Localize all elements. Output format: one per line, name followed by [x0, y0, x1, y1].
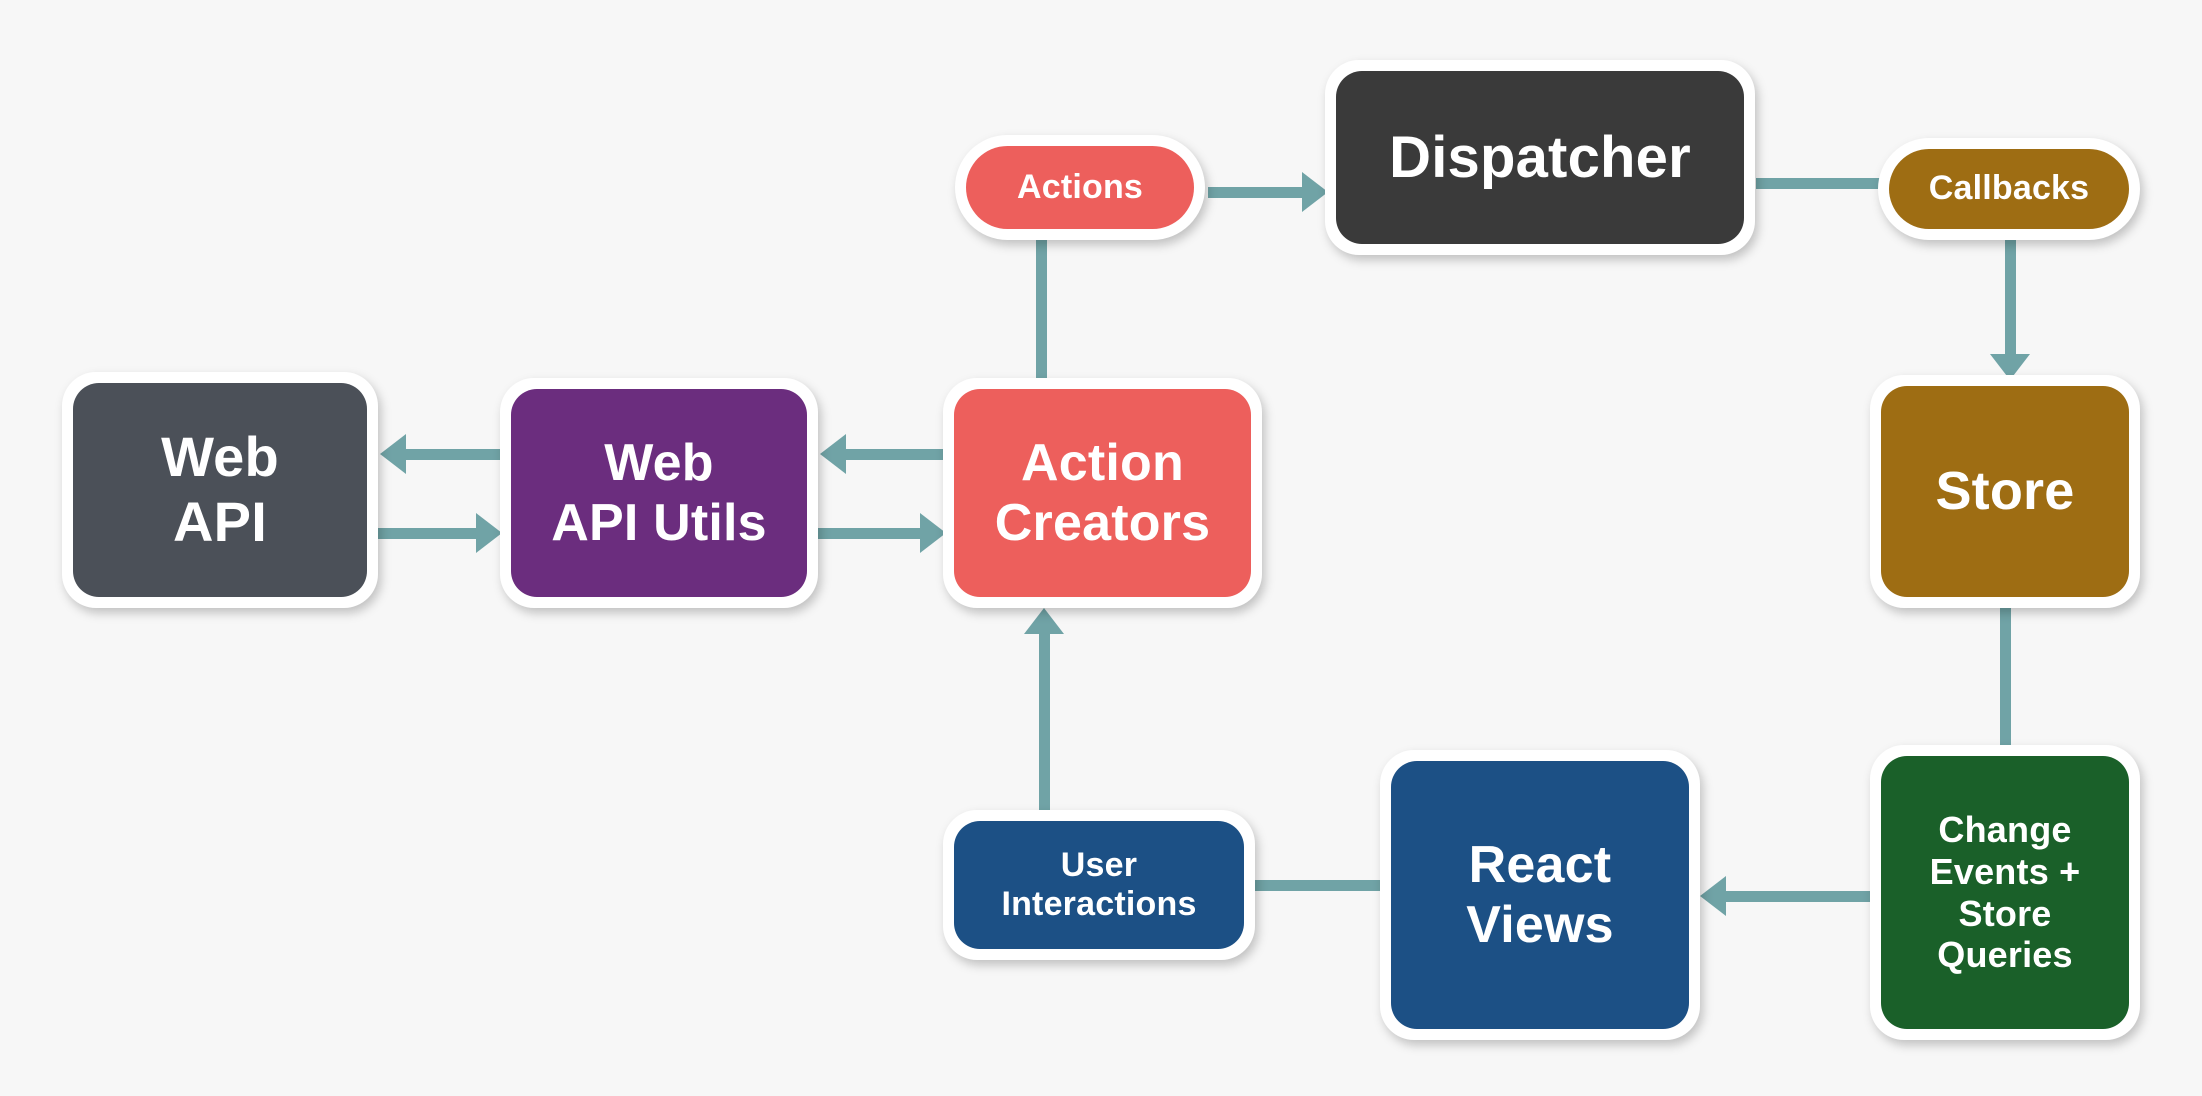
arrowhead-left — [1700, 876, 1726, 916]
node-fill-user-interactions: User Interactions — [954, 821, 1244, 949]
node-web-api[interactable]: Web API — [62, 372, 378, 608]
edge-line — [818, 527, 920, 539]
node-label-change-events-store-queries: Change Events + Store Queries — [1929, 809, 2081, 976]
node-actions[interactable]: Actions — [955, 135, 1205, 240]
node-fill-store: Store — [1881, 386, 2129, 597]
arrowhead-right — [476, 513, 502, 553]
node-change-events-store-queries[interactable]: Change Events + Store Queries — [1870, 745, 2140, 1040]
node-label-store: Store — [1935, 461, 2075, 522]
arrowhead-left — [380, 434, 406, 474]
arrowhead-right — [1302, 172, 1328, 212]
node-fill-web-api: Web API — [73, 383, 367, 597]
edge-line — [846, 448, 946, 460]
edge-line — [406, 448, 502, 460]
node-fill-web-api-utils: Web API Utils — [511, 389, 807, 597]
node-web-api-utils[interactable]: Web API Utils — [500, 378, 818, 608]
node-fill-dispatcher: Dispatcher — [1336, 71, 1744, 244]
node-label-dispatcher: Dispatcher — [1389, 124, 1691, 190]
edge-action-creators-to-web-api-utils — [820, 434, 946, 474]
edge-line — [2004, 240, 2016, 354]
node-label-web-api: Web API — [161, 425, 279, 553]
edge-action-creators-to-actions — [1036, 240, 1047, 380]
node-label-react-views: React Views — [1466, 835, 1614, 954]
edge-react-views-to-user-interactions — [1254, 880, 1382, 891]
edge-dispatcher-to-callbacks — [1756, 178, 1882, 189]
edge-user-interactions-to-action-creators — [1024, 608, 1064, 814]
edge-web-api-utils-to-web-api — [380, 434, 502, 474]
node-fill-change-events-store-queries: Change Events + Store Queries — [1881, 756, 2129, 1029]
edge-line — [2000, 607, 2011, 749]
edge-line — [378, 527, 476, 539]
edge-line — [1726, 890, 1872, 902]
arrowhead-up — [1024, 608, 1064, 634]
node-react-views[interactable]: React Views — [1380, 750, 1700, 1040]
edge-actions-to-dispatcher — [1208, 172, 1328, 212]
edge-store-to-change-events — [2000, 607, 2011, 749]
node-user-interactions[interactable]: User Interactions — [943, 810, 1255, 960]
node-dispatcher[interactable]: Dispatcher — [1325, 60, 1755, 255]
node-fill-action-creators: Action Creators — [954, 389, 1251, 597]
arrowhead-right — [920, 513, 946, 553]
arrowhead-left — [820, 434, 846, 474]
node-label-action-creators: Action Creators — [994, 433, 1211, 552]
node-fill-callbacks: Callbacks — [1889, 149, 2129, 229]
node-label-actions: Actions — [1016, 167, 1144, 206]
edge-line — [1208, 186, 1302, 198]
node-fill-react-views: React Views — [1391, 761, 1689, 1029]
node-store[interactable]: Store — [1870, 375, 2140, 608]
edge-line — [1036, 240, 1047, 380]
edge-web-api-to-web-api-utils — [378, 513, 502, 553]
node-action-creators[interactable]: Action Creators — [943, 378, 1262, 608]
edge-line — [1038, 634, 1050, 814]
node-label-web-api-utils: Web API Utils — [551, 433, 767, 552]
edge-callbacks-to-store — [1990, 240, 2030, 380]
edge-line — [1254, 880, 1382, 891]
node-fill-actions: Actions — [966, 146, 1194, 229]
node-label-user-interactions: User Interactions — [1001, 845, 1197, 923]
node-callbacks[interactable]: Callbacks — [1878, 138, 2140, 240]
edge-web-api-utils-to-action-creators — [818, 513, 946, 553]
edge-change-events-to-react-views — [1700, 876, 1872, 916]
node-label-callbacks: Callbacks — [1928, 169, 2090, 208]
edge-line — [1756, 178, 1882, 189]
